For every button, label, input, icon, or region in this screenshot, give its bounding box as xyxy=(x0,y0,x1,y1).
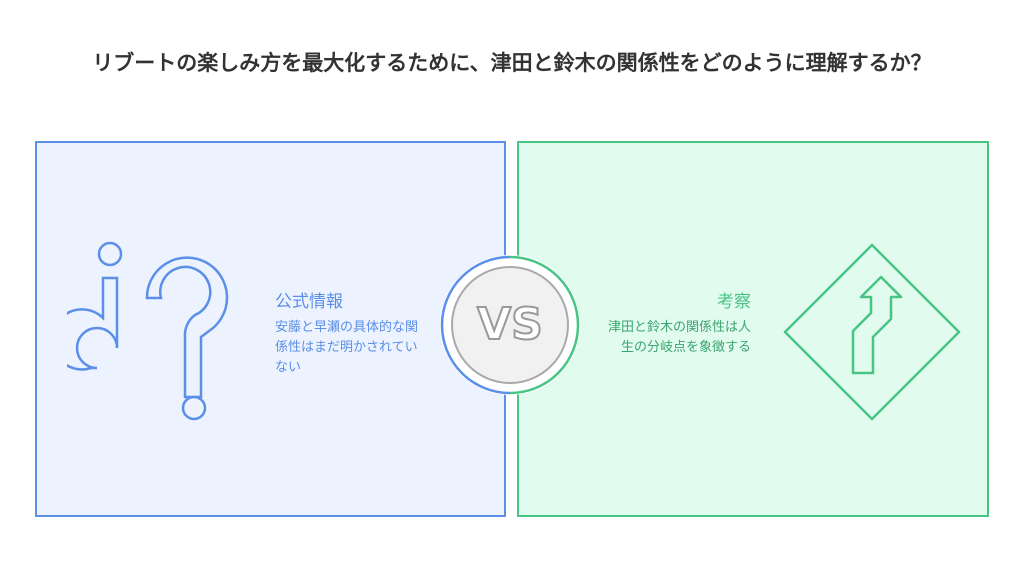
official-info-text: 安藤と早瀬の具体的な関係性はまだ明かされていない xyxy=(275,320,419,375)
speculation-heading: 考察 xyxy=(717,292,751,312)
speculation-text: 津田と鈴木の関係性は人生の分岐点を象徴する xyxy=(607,320,751,355)
official-info-panel: 公式情報 安藤と早瀬の具体的な関係性はまだ明かされていない xyxy=(35,141,506,517)
page-title: リブートの楽しみ方を最大化するために、津田と鈴木の関係性をどのように理解するか？ xyxy=(92,51,932,75)
vs-badge: VS xyxy=(440,255,580,395)
official-info-heading: 公式情報 xyxy=(275,292,343,312)
speculation-panel: 考察 津田と鈴木の関係性は人生の分岐点を象徴する xyxy=(517,141,989,517)
turn-road-sign-icon xyxy=(783,243,961,421)
question-marks-icon xyxy=(67,241,229,421)
vs-label: VS xyxy=(476,298,544,351)
